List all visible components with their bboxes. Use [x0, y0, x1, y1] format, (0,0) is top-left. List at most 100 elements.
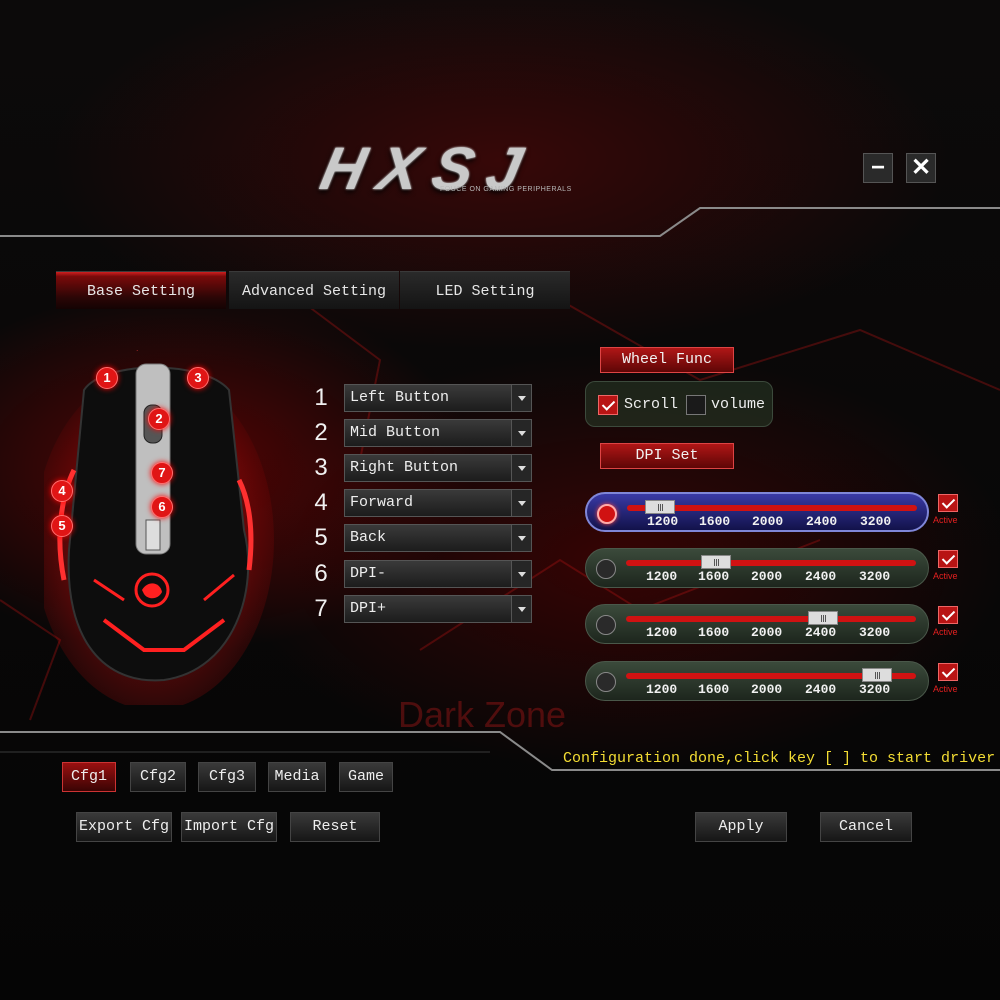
chevron-down-icon[interactable] [511, 385, 531, 411]
dpi-tick-label: 1600 [698, 569, 730, 584]
close-button[interactable]: ✕ [906, 153, 936, 183]
assign-number-2: 2 [314, 419, 328, 446]
dpi-tick-label: 2400 [806, 514, 838, 529]
export-cfg-button[interactable]: Export Cfg [76, 812, 172, 842]
status-message: Configuration done,click key [ ] to star… [563, 750, 996, 767]
assign-dropdown-7[interactable]: DPI+ [344, 595, 532, 623]
dpi-active-checkbox-4[interactable] [938, 663, 958, 681]
assign-dropdown-1[interactable]: Left Button [344, 384, 532, 412]
dpi-active-checkbox-3[interactable] [938, 606, 958, 624]
assign-dropdown-4[interactable]: Forward [344, 489, 532, 517]
wheel-func-panel: Scroll volume [585, 381, 773, 427]
dropdown-value: Back [350, 529, 387, 546]
dpi-radio-3[interactable] [596, 615, 616, 635]
reset-button[interactable]: Reset [290, 812, 380, 842]
dpi-active-checkbox-1[interactable] [938, 494, 958, 512]
button-badge-4: 4 [51, 480, 73, 502]
tab-base-setting[interactable]: Base Setting [56, 271, 226, 309]
chevron-down-icon[interactable] [511, 561, 531, 587]
dpi-tick-label: 3200 [859, 569, 891, 584]
chevron-down-icon[interactable] [511, 525, 531, 551]
dpi-row-1[interactable]: 1200 1600 2000 2400 3200 [585, 492, 929, 532]
logo-tagline: FOUCE ON GAMING PERIPHERALS [440, 186, 572, 193]
dpi-active-checkbox-2[interactable] [938, 550, 958, 568]
dpi-slider-track[interactable] [626, 616, 916, 622]
button-badge-3: 3 [187, 367, 209, 389]
assign-number-7: 7 [314, 595, 328, 622]
dpi-slider-track[interactable] [627, 505, 917, 511]
dpi-active-label: Active [933, 627, 958, 637]
scroll-label: Scroll [624, 396, 679, 413]
tab-led-setting[interactable]: LED Setting [400, 271, 570, 309]
dpi-slider-thumb[interactable] [808, 611, 838, 625]
assign-number-6: 6 [314, 560, 328, 587]
dropdown-value: DPI- [350, 565, 387, 582]
button-badge-2: 2 [148, 408, 170, 430]
minimize-button[interactable]: − [863, 153, 893, 183]
dpi-slider-thumb[interactable] [701, 555, 731, 569]
dpi-tick-label: 2400 [805, 682, 837, 697]
button-badge-6: 6 [151, 496, 173, 518]
dpi-active-label: Active [933, 684, 958, 694]
dpi-tick-label: 2400 [805, 625, 837, 640]
dropdown-value: Left Button [350, 389, 450, 406]
assign-number-5: 5 [314, 524, 328, 551]
dpi-tick-label: 1200 [646, 625, 678, 640]
dpi-tick-label: 2000 [751, 569, 783, 584]
dpi-tick-label: 3200 [859, 682, 891, 697]
dpi-active-label: Active [933, 571, 958, 581]
apply-button[interactable]: Apply [695, 812, 787, 842]
media-button[interactable]: Media [268, 762, 326, 792]
dpi-row-4[interactable]: 1200 1600 2000 2400 3200 [585, 661, 929, 701]
dpi-tick-label: 2400 [805, 569, 837, 584]
button-badge-7: 7 [151, 462, 173, 484]
chevron-down-icon[interactable] [511, 420, 531, 446]
dark-zone-watermark: Dark Zone [398, 694, 567, 735]
dpi-radio-2[interactable] [596, 559, 616, 579]
assign-dropdown-3[interactable]: Right Button [344, 454, 532, 482]
assign-number-3: 3 [314, 454, 328, 481]
dropdown-value: Forward [350, 494, 414, 511]
game-button[interactable]: Game [339, 762, 393, 792]
dpi-slider-track[interactable] [626, 673, 916, 679]
dpi-slider-thumb[interactable] [645, 500, 675, 514]
button-badge-5: 5 [51, 515, 73, 537]
import-cfg-button[interactable]: Import Cfg [181, 812, 277, 842]
dropdown-value: Right Button [350, 459, 459, 476]
assign-dropdown-6[interactable]: DPI- [344, 560, 532, 588]
chevron-down-icon[interactable] [511, 596, 531, 622]
cfg2-button[interactable]: Cfg2 [130, 762, 186, 792]
dpi-tick-label: 2000 [751, 682, 783, 697]
chevron-down-icon[interactable] [511, 490, 531, 516]
wheel-func-label: Wheel Func [600, 347, 734, 373]
dpi-slider-track[interactable] [626, 560, 916, 566]
dpi-tick-label: 1600 [698, 682, 730, 697]
dpi-set-label: DPI Set [600, 443, 734, 469]
mouse-illustration [34, 318, 274, 710]
dpi-tick-label: 1200 [647, 514, 679, 529]
brand-logo: HXSJ FOUCE ON GAMING PERIPHERALS [315, 135, 622, 202]
dpi-tick-label: 3200 [860, 514, 892, 529]
dpi-active-label: Active [933, 515, 958, 525]
assign-number-1: 1 [314, 384, 328, 411]
assign-dropdown-5[interactable]: Back [344, 524, 532, 552]
dpi-tick-label: 1600 [699, 514, 731, 529]
dpi-radio-4[interactable] [596, 672, 616, 692]
cfg3-button[interactable]: Cfg3 [198, 762, 256, 792]
dpi-radio-1[interactable] [597, 504, 617, 524]
scroll-checkbox[interactable] [598, 395, 618, 415]
cancel-button[interactable]: Cancel [820, 812, 912, 842]
tab-advanced-setting[interactable]: Advanced Setting [229, 271, 399, 309]
dpi-slider-thumb[interactable] [862, 668, 892, 682]
dpi-tick-label: 1200 [646, 682, 678, 697]
chevron-down-icon[interactable] [511, 455, 531, 481]
volume-checkbox[interactable] [686, 395, 706, 415]
dpi-tick-label: 2000 [751, 625, 783, 640]
mouse-image: 1 2 3 4 5 6 7 [34, 318, 274, 710]
assign-dropdown-2[interactable]: Mid Button [344, 419, 532, 447]
dpi-tick-label: 2000 [752, 514, 784, 529]
cfg1-button[interactable]: Cfg1 [62, 762, 116, 792]
